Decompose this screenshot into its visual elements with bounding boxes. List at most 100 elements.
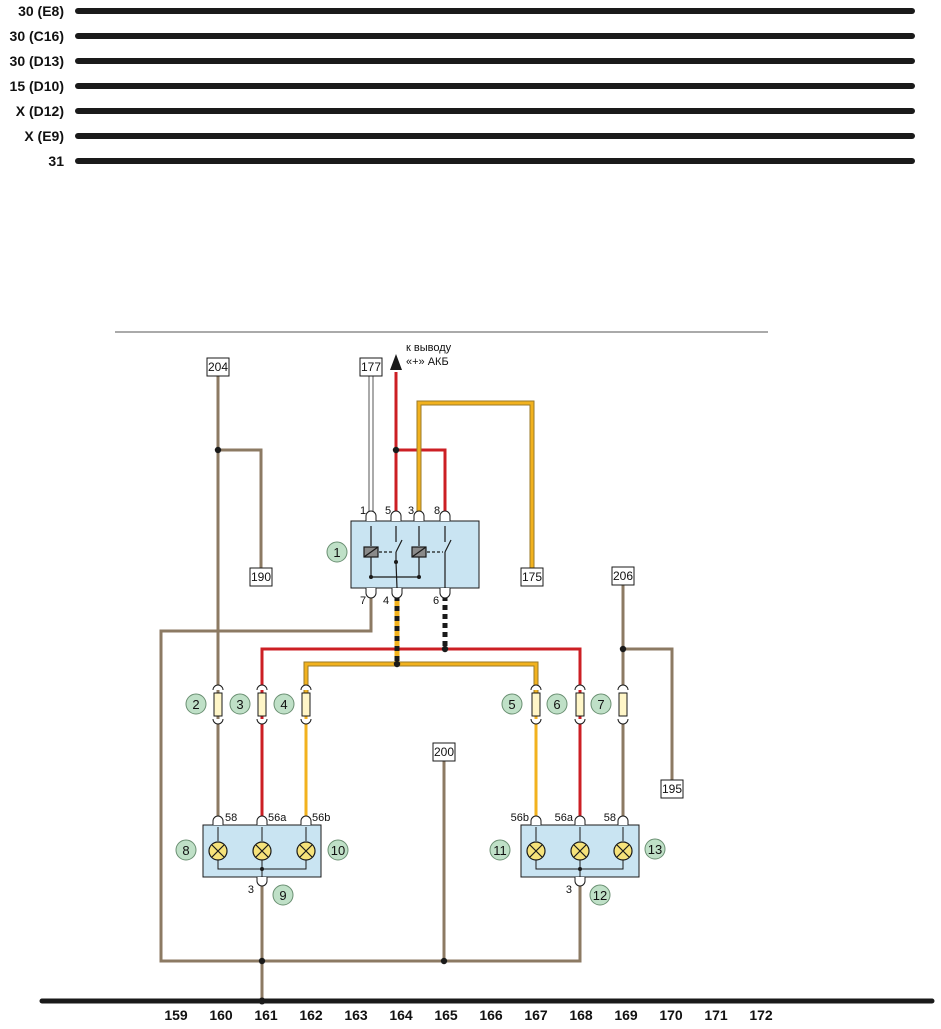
- fuses: [212, 684, 629, 725]
- grid-number: 167: [524, 1007, 548, 1023]
- fuse-2: [212, 684, 224, 725]
- wire-195-branch: [623, 647, 674, 780]
- junction-dot: [578, 867, 582, 871]
- power-rails: [75, 8, 915, 164]
- junction-dot: [619, 645, 627, 653]
- brown-wires: [159, 376, 674, 1001]
- callout-circle: [589, 884, 611, 906]
- relay-switch-2-icon: [444, 539, 452, 553]
- callout-7: 7: [590, 693, 612, 715]
- fuse-cap: [256, 684, 268, 691]
- grid-number: 172: [749, 1007, 773, 1023]
- fuse-cap: [300, 718, 312, 725]
- ref-box-204: [206, 357, 230, 377]
- grid-number: 169: [614, 1007, 638, 1023]
- junction-dot: [394, 560, 398, 564]
- lamp-cross: [299, 844, 313, 858]
- callout-3: 3: [229, 693, 251, 715]
- callout-label: 6: [553, 697, 560, 712]
- terminal: [365, 588, 377, 599]
- fuse-body: [301, 692, 311, 717]
- lamp-icon: [208, 841, 316, 861]
- callout-label: 13: [648, 842, 662, 857]
- terminal: [617, 815, 629, 825]
- wire-yellow-bus-outline: [303, 661, 539, 697]
- relay-internals: [363, 526, 452, 589]
- terminal: [365, 510, 377, 521]
- junction-dot: [258, 957, 266, 965]
- ref-box-206: [611, 566, 635, 586]
- callout-13: 13: [644, 838, 666, 860]
- ref-label-195: 195: [662, 782, 682, 796]
- relay-pin-label: 8: [434, 505, 440, 517]
- terminal: [439, 588, 451, 599]
- terminal: [390, 510, 402, 521]
- lamp-cross: [255, 844, 269, 858]
- callout-9: 9: [272, 884, 294, 906]
- fuse-cap: [530, 718, 542, 725]
- striped-wires: [394, 596, 448, 664]
- callout-circle: [590, 693, 612, 715]
- wire-175: [417, 401, 534, 568]
- terminal: [530, 815, 542, 825]
- rail-label: X (D12): [16, 103, 64, 119]
- wire-190-branch: [218, 448, 263, 568]
- relay-switch-1-icon: [395, 539, 403, 553]
- junction-dot: [260, 867, 264, 871]
- terminal: [256, 815, 268, 825]
- grid-number: 163: [344, 1007, 368, 1023]
- lamp-pin-label: 56b: [511, 812, 529, 824]
- callout-label: 4: [280, 697, 287, 712]
- terminal: [391, 588, 403, 599]
- fuse-cap: [256, 718, 268, 725]
- fuse-body: [575, 692, 585, 717]
- ref-label-175: 175: [522, 570, 542, 584]
- lamp-pin-label: 58: [225, 812, 237, 824]
- ref-label-204: 204: [208, 360, 228, 374]
- junction-dot: [214, 446, 222, 454]
- lamp-pin-label: 56b: [312, 812, 330, 824]
- callout-label: 12: [593, 888, 607, 903]
- relay-pin-label: 3: [408, 505, 414, 517]
- junction-dot: [258, 997, 266, 1005]
- rail-label: 30 (D13): [10, 53, 64, 69]
- lamp-cross: [529, 844, 543, 858]
- fuse-cap: [300, 684, 312, 691]
- bottom-grid-numbers: 159 160 161 162 163 164 165 166 167 168 …: [164, 1007, 773, 1023]
- junction-dot: [417, 575, 421, 579]
- wire-relay-8-loop: [396, 448, 447, 512]
- right-lamp-block: 56b 56a 58 3: [511, 812, 640, 896]
- rail-label: 30 (C16): [10, 28, 64, 44]
- ref-label-200: 200: [434, 745, 454, 759]
- callouts: 1 2 3 4 5 6 7 8: [175, 541, 666, 906]
- callout-circle: [229, 693, 251, 715]
- battery-note-line1: к выводу: [406, 342, 452, 354]
- junction-dot: [392, 446, 400, 454]
- ref-box-200: [432, 742, 456, 762]
- relay-terminals: [365, 510, 451, 599]
- rail-label: 30 (E8): [18, 3, 64, 19]
- ref-box-175: [520, 567, 544, 587]
- rail-label: X (E9): [24, 128, 64, 144]
- grid-number: 162: [299, 1007, 323, 1023]
- callout-circle: [185, 693, 207, 715]
- fuse-body: [257, 692, 267, 717]
- ref-label-206: 206: [613, 569, 633, 583]
- callout-circle: [326, 541, 348, 563]
- callout-11: 11: [489, 839, 511, 861]
- relay-internal-line: [363, 546, 379, 558]
- callout-circle: [489, 839, 511, 861]
- callout-circle: [546, 693, 568, 715]
- terminal: [574, 815, 586, 825]
- relay-pin-label: 7: [360, 595, 366, 607]
- terminal: [300, 815, 312, 825]
- grid-number: 170: [659, 1007, 683, 1023]
- fuse-cap: [212, 718, 224, 725]
- grid-number: 166: [479, 1007, 503, 1023]
- rail-label: 15 (D10): [10, 78, 64, 94]
- callout-circle: [327, 839, 349, 861]
- rail-labels: 30 (E8) 30 (C16) 30 (D13) 15 (D10) X (D1…: [10, 3, 65, 169]
- battery-arrow-icon: [390, 354, 402, 370]
- ref-box-190: [249, 567, 273, 587]
